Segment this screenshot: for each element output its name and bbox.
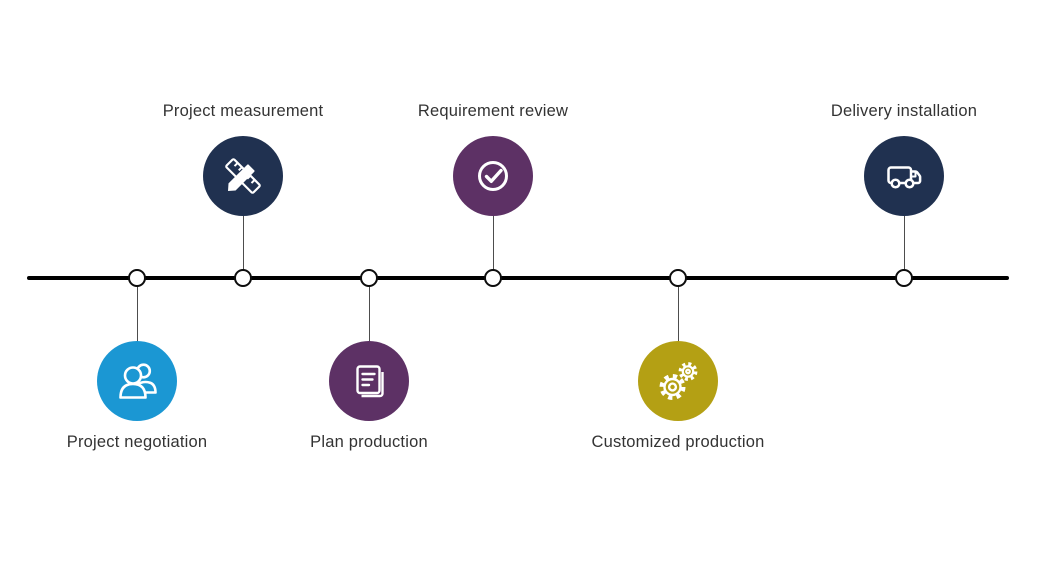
timeline-node: [484, 269, 502, 287]
timeline-node: [669, 269, 687, 287]
step-connector: [904, 176, 905, 278]
step-circle-delivery-installation: [864, 136, 944, 216]
step-connector: [493, 176, 494, 278]
check-circle-icon: [478, 161, 508, 191]
step-circle-requirement-review: [453, 136, 533, 216]
timeline-node: [360, 269, 378, 287]
step-label: Plan production: [310, 433, 428, 451]
step-connector: [369, 278, 370, 381]
step-label: Requirement review: [417, 102, 569, 120]
timeline-line: [27, 276, 1009, 280]
step-connector: [243, 176, 244, 278]
step-circle-customized-production: [638, 341, 718, 421]
step-label: Project measurement: [162, 102, 324, 120]
step-label: Project negotiation: [66, 433, 208, 451]
step-circle-plan-production: [329, 341, 409, 421]
ruler-pencil-icon: [225, 158, 261, 194]
step-label: Customized production: [591, 433, 765, 451]
step-label: Delivery installation: [830, 102, 978, 120]
gears-icon: [659, 362, 698, 400]
timeline-node: [234, 269, 252, 287]
step-connector: [678, 278, 679, 381]
step-circle-project-measurement: [203, 136, 283, 216]
timeline-node: [128, 269, 146, 287]
step-circle-project-negotiation: [97, 341, 177, 421]
step-connector: [137, 278, 138, 381]
users-icon: [119, 363, 157, 399]
document-icon: [356, 365, 384, 398]
timeline-node: [895, 269, 913, 287]
truck-icon: [887, 166, 922, 189]
